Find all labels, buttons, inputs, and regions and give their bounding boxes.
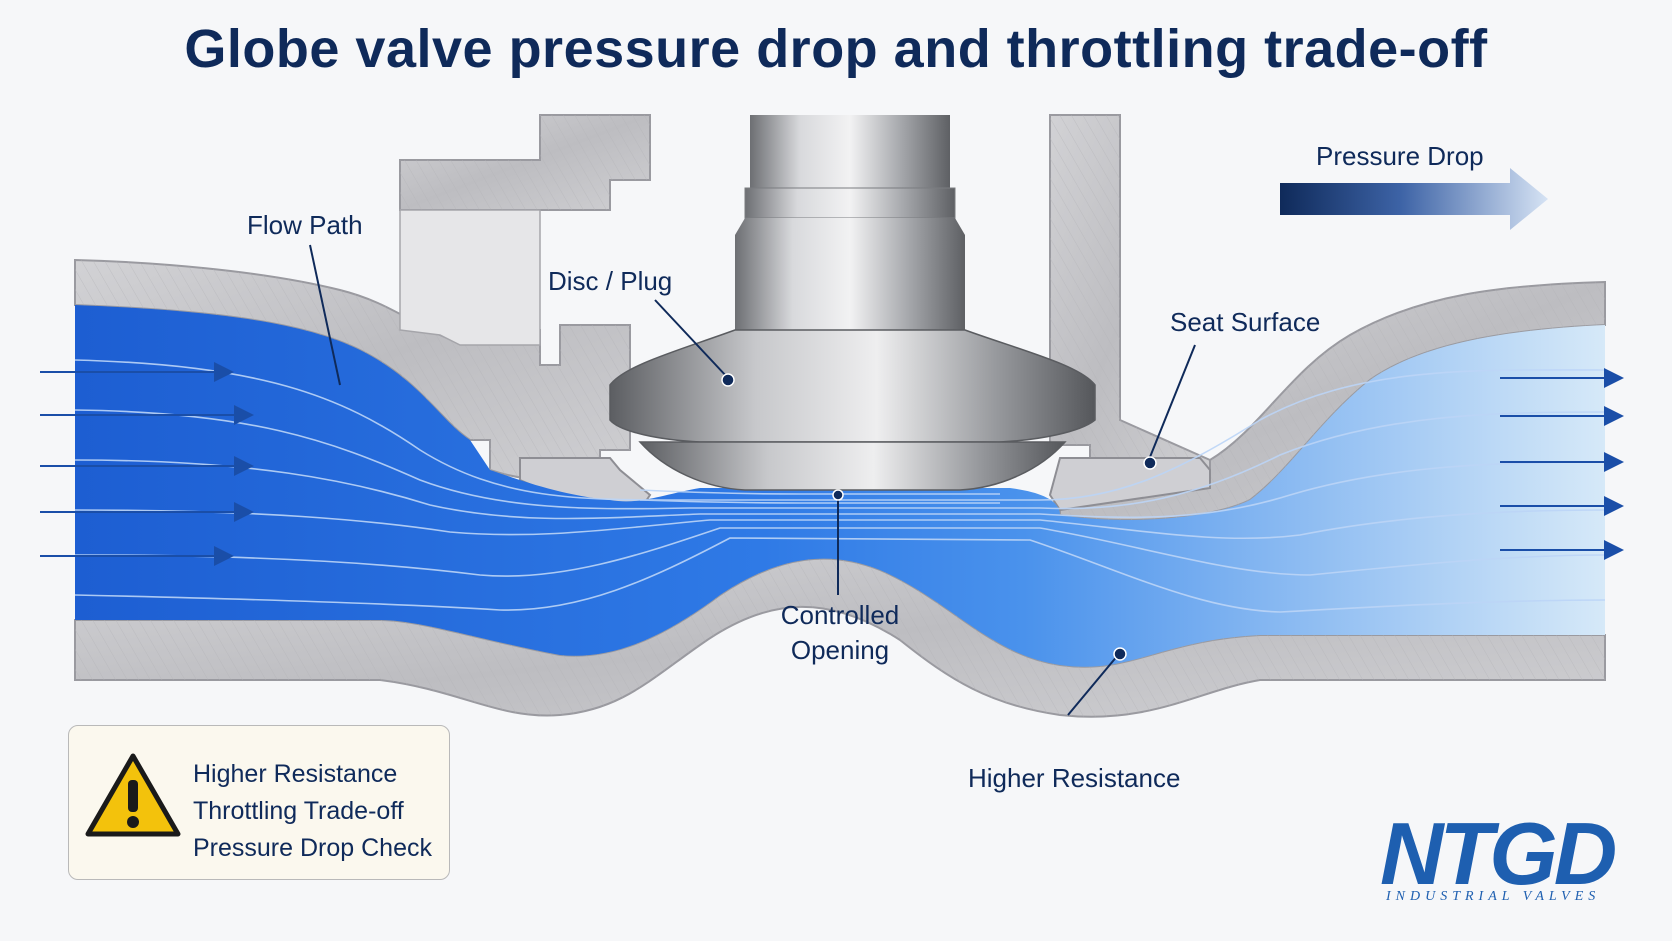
outlet-arrows <box>1500 368 1624 560</box>
inlet-arrows <box>40 362 254 566</box>
valve-stem <box>735 115 965 330</box>
streamlines <box>74 359 1606 613</box>
logo-wordmark: NTGD <box>1380 804 1617 903</box>
flow-region <box>75 305 1605 667</box>
label-pressure-drop: Pressure Drop <box>1316 141 1484 171</box>
warning-triangle-icon <box>85 753 181 837</box>
label-controlled-opening-2: Opening <box>791 635 889 665</box>
warning-lines: Higher Resistance Throttling Trade-off P… <box>193 756 432 867</box>
label-disc-plug: Disc / Plug <box>548 266 672 296</box>
warning-box: Higher Resistance Throttling Trade-off P… <box>68 725 450 880</box>
disc-plug <box>609 329 1096 491</box>
pressure-drop-arrow <box>1280 168 1548 230</box>
warning-line-3: Pressure Drop Check <box>193 834 432 862</box>
warning-line-2: Throttling Trade-off <box>193 797 404 825</box>
leader-lines <box>309 244 1196 716</box>
brand-logo: NTGD INDUSTRIAL VALVES <box>1380 809 1658 915</box>
warning-line-1: Higher Resistance <box>193 760 398 788</box>
label-higher-resistance: Higher Resistance <box>968 763 1180 793</box>
callout-dots <box>721 373 1157 661</box>
label-flow-path: Flow Path <box>247 210 363 240</box>
logo-tagline: INDUSTRIAL VALVES <box>1386 889 1601 904</box>
page-title: Globe valve pressure drop and throttling… <box>184 19 1488 79</box>
label-controlled-opening-1: Controlled <box>781 600 900 630</box>
label-seat-surface: Seat Surface <box>1170 307 1320 337</box>
